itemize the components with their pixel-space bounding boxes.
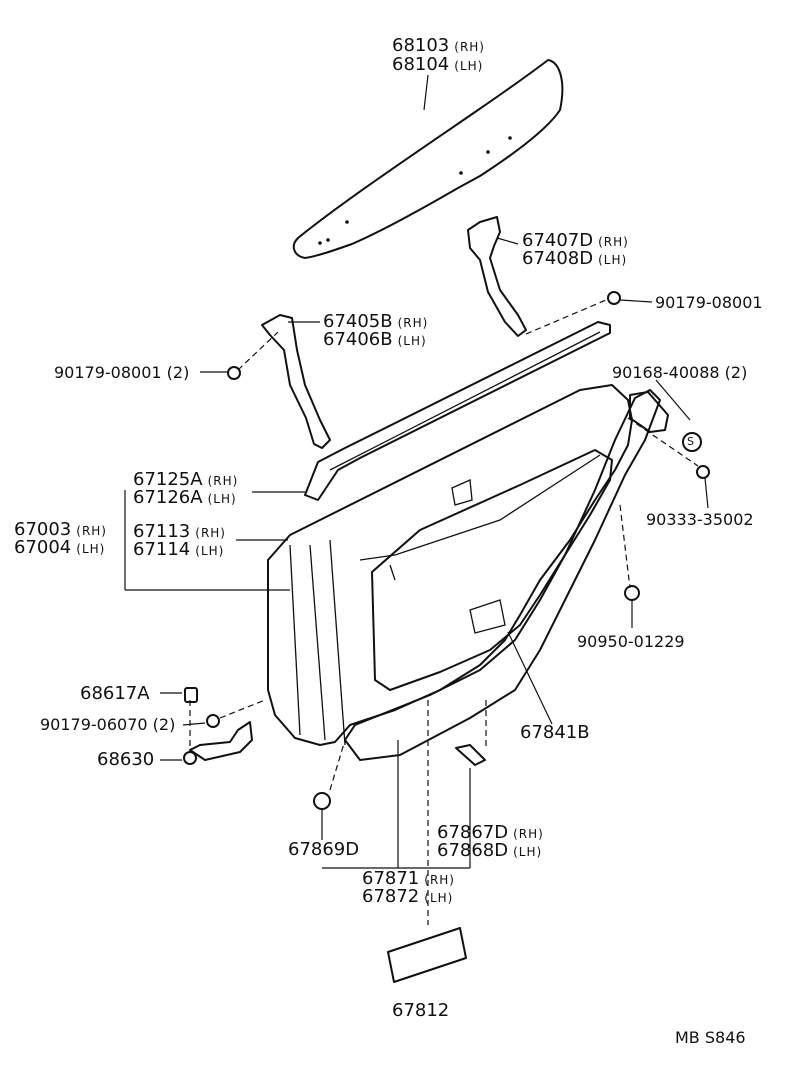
label-frame-lh: 67114(LH) — [133, 539, 225, 560]
label-reg-arm-lh: 67408D(LH) — [522, 248, 628, 269]
label-weather-lh: 67126A(LH) — [133, 487, 237, 508]
label-screw-mark: S — [687, 435, 694, 448]
label-reg-arm-rh: 67407D(RH) — [522, 230, 629, 251]
label-door-rh: 67003(RH) — [14, 519, 107, 540]
label-door-lh: 67004(LH) — [14, 537, 106, 558]
label-pad: 67812 — [392, 1000, 450, 1021]
front-run-channel — [261, 314, 331, 449]
label-channel-lh: 67406B(LH) — [323, 329, 427, 350]
door-seal — [344, 389, 661, 761]
label-moulding-rh: 67871(RH) — [362, 868, 455, 889]
label-strip-lh: 67868D(LH) — [437, 840, 543, 861]
door-shell — [267, 384, 633, 746]
label-plug-right: 90950-01229 — [577, 632, 685, 651]
label-check: 68630 — [97, 749, 155, 770]
label-glass-lh: 68104(LH) — [392, 54, 484, 75]
door-glass — [292, 59, 564, 259]
label-strip-rh: 67867D(RH) — [437, 822, 544, 843]
label-seal: 67841B — [520, 722, 590, 743]
label-nut-left: 90179-08001 (2) — [54, 363, 190, 382]
label-channel-rh: 67405B(RH) — [323, 311, 429, 332]
label-glass-rh: 68103(RH) — [392, 35, 485, 56]
footer-code: MB S846 — [675, 1028, 746, 1047]
belt-weatherstrip — [304, 321, 611, 501]
label-clip-bottom: 67869D — [288, 839, 360, 860]
label-screw-right: 90168-40088 (2) — [612, 363, 748, 382]
regulator-arm — [467, 216, 527, 337]
label-clip-right: 90333-35002 — [646, 510, 754, 529]
pad — [387, 927, 467, 983]
label-frame-rh: 67113(RH) — [133, 521, 226, 542]
label-pin: 68617A — [80, 683, 150, 704]
label-nut-top-right: 90179-08001 — [655, 293, 763, 312]
label-weather-rh: 67125A(RH) — [133, 469, 239, 490]
label-moulding-lh: 67872(LH) — [362, 886, 454, 907]
label-nut-bottom: 90179-06070 (2) — [40, 715, 176, 734]
door-check — [189, 721, 253, 761]
